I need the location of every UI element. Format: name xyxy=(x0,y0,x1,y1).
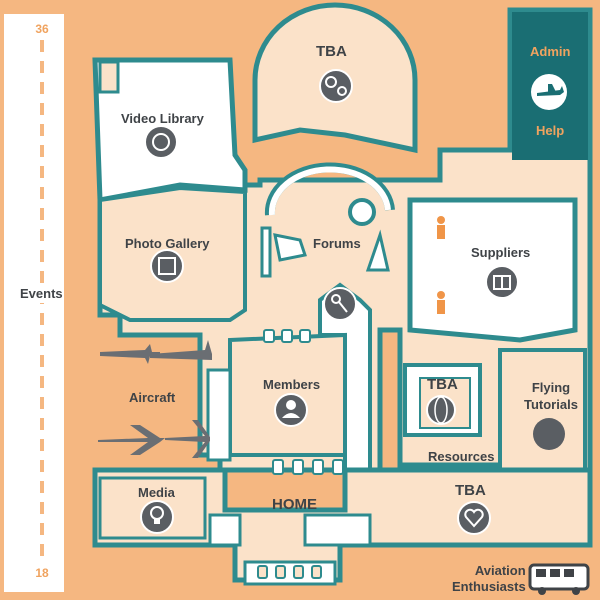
suppliers-label[interactable]: Suppliers xyxy=(471,245,531,260)
events-label[interactable]: Events xyxy=(20,284,63,303)
portrait-icon[interactable] xyxy=(274,393,308,427)
home-vestibule-left xyxy=(208,513,242,547)
members-pillars xyxy=(263,329,344,475)
help-label[interactable]: Help xyxy=(536,123,565,138)
light-bulb-icon[interactable] xyxy=(140,500,174,534)
airplane-icon[interactable] xyxy=(531,74,567,110)
tba-top-label[interactable]: TBA xyxy=(316,43,347,60)
bus-icon[interactable] xyxy=(528,563,590,595)
photo-gallery-label[interactable]: Photo Gallery xyxy=(125,236,210,251)
runway-strip[interactable] xyxy=(4,14,64,592)
photo-frame-icon[interactable] xyxy=(150,249,184,283)
home-label[interactable]: HOME xyxy=(272,496,317,513)
media-label[interactable]: Media xyxy=(138,485,175,500)
blank-circle-icon[interactable] xyxy=(533,418,565,450)
flying-tutorials-room[interactable] xyxy=(498,348,587,472)
resources-label[interactable]: Resources xyxy=(428,449,495,464)
film-reel-icon[interactable] xyxy=(144,125,178,159)
gift-box-icon[interactable] xyxy=(485,265,519,299)
icon-discs xyxy=(140,69,567,535)
runway-top-number: 36 xyxy=(35,22,49,36)
forums-arc-inner xyxy=(268,166,391,216)
forums-seat-left xyxy=(273,233,307,262)
aviation-enthusiasts-label[interactable]: Aviation Enthusiasts xyxy=(452,563,526,594)
person-figures xyxy=(437,216,445,314)
members-label[interactable]: Members xyxy=(263,377,321,392)
forums-label[interactable]: Forums xyxy=(313,236,361,251)
tba-middle-label[interactable]: TBA xyxy=(427,376,458,393)
globe-icon[interactable] xyxy=(426,395,456,425)
aircraft-silhouettes[interactable] xyxy=(98,340,212,458)
home-vestibule-right xyxy=(303,513,372,547)
admin-label[interactable]: Admin xyxy=(530,44,571,59)
forums-bench xyxy=(260,226,272,278)
stairs xyxy=(206,368,232,462)
forums-pillar xyxy=(348,198,376,226)
key-icon[interactable] xyxy=(323,287,357,321)
flying-tutorials-label[interactable]: Flying Tutorials xyxy=(524,380,578,412)
entrance-pillars xyxy=(257,565,322,579)
forums-seat-right xyxy=(365,229,390,272)
video-library-alcove xyxy=(98,60,120,94)
aircraft-label[interactable]: Aircraft xyxy=(129,390,176,405)
video-library-label[interactable]: Video Library xyxy=(121,111,204,126)
heart-icon[interactable] xyxy=(457,501,491,535)
tba-bottom-label[interactable]: TBA xyxy=(455,482,486,499)
runway-bottom-number: 18 xyxy=(35,566,49,580)
gears-icon[interactable] xyxy=(319,69,353,103)
